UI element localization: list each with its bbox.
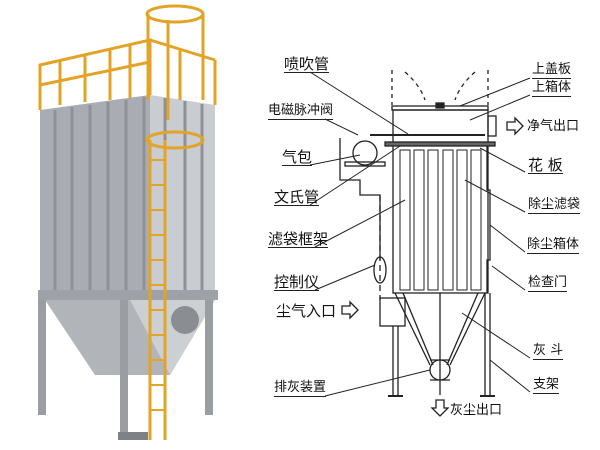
label-top-cover: 上盖板 bbox=[532, 62, 572, 79]
label-ash-discharge: 排灰装置 bbox=[274, 380, 327, 397]
label-tube-sheet: 花 板 bbox=[528, 156, 563, 174]
label-dust-box: 除尘箱体 bbox=[527, 237, 580, 254]
label-blow-pipe: 喷吹管 bbox=[284, 55, 330, 73]
label-clean-outlet: 净气出口 bbox=[527, 119, 580, 134]
label-controller: 控制仪 bbox=[274, 273, 320, 291]
label-hopper: 灰 斗 bbox=[533, 343, 564, 360]
label-dust-inlet: 尘气入口 bbox=[276, 302, 337, 320]
label-solenoid-valve: 电磁脉冲阀 bbox=[268, 103, 334, 120]
label-dust-outlet: 灰尘出口 bbox=[450, 403, 503, 418]
dust-collector-photo bbox=[38, 4, 218, 440]
label-inspection-door: 检查门 bbox=[528, 275, 568, 292]
schematic-diagram bbox=[309, 70, 531, 417]
label-filter-bag: 除尘滤袋 bbox=[528, 197, 581, 214]
label-venturi: 文氏管 bbox=[274, 188, 320, 206]
label-upper-box: 上箱体 bbox=[532, 80, 572, 97]
label-bag-cage: 滤袋框架 bbox=[268, 230, 329, 248]
label-support: 支架 bbox=[533, 377, 560, 394]
label-air-bag: 气包 bbox=[282, 148, 313, 166]
